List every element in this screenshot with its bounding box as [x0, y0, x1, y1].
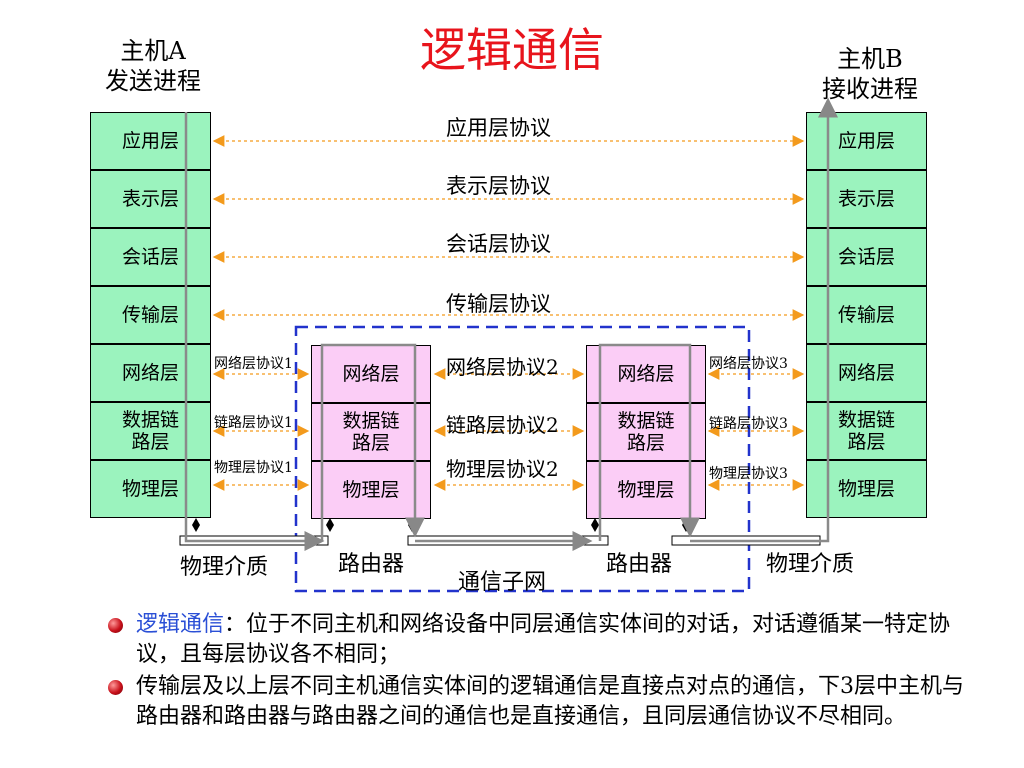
host-a-label: 主机A 发送进程	[88, 36, 218, 96]
protocol-link-3: 链路层协议3	[709, 416, 788, 432]
router-1-label: 路由器	[338, 552, 405, 577]
protocol-link-1: 链路层协议1	[214, 415, 293, 431]
protocol-network-2: 网络层协议2	[446, 355, 559, 379]
protocol-presentation: 表示层协议	[446, 174, 551, 198]
host-b-layer: 数据链 路层	[806, 402, 927, 460]
router-2-layer: 物理层	[586, 461, 706, 519]
notes: 逻辑通信：位于不同主机和网络设备中同层通信实体间的对话，对话遵循某一特定协议，且…	[108, 610, 968, 734]
host-b-label: 主机B 接收进程	[805, 44, 935, 104]
router-2-layer: 网络层	[586, 345, 706, 403]
bullet-icon	[108, 680, 123, 695]
protocol-physical-1: 物理层协议1	[214, 460, 293, 476]
host-a-layer: 传输层	[90, 286, 211, 344]
host-a-layer: 会话层	[90, 228, 211, 286]
subnet-label: 通信子网	[458, 570, 547, 595]
host-a-process: 发送进程	[105, 67, 201, 95]
router-1-layer: 网络层	[311, 345, 431, 403]
host-b-process: 接收进程	[822, 75, 918, 103]
router-1-layer: 数据链 路层	[311, 403, 431, 461]
router-1-layer: 物理层	[311, 461, 431, 519]
page-title: 逻辑通信	[420, 23, 604, 77]
note-1-text: ：位于不同主机和网络设备中同层通信实体间的对话，对话遵循某一特定协议，且每层协议…	[136, 612, 951, 667]
connectors	[192, 518, 690, 532]
host-b-layer: 表示层	[806, 170, 927, 228]
protocol-session: 会话层协议	[446, 232, 551, 256]
host-a-layer: 应用层	[90, 112, 211, 170]
protocol-physical-2: 物理层协议2	[446, 457, 559, 481]
host-a-layer: 物理层	[90, 460, 211, 518]
bullet-icon	[108, 618, 123, 633]
protocol-network-3: 网络层协议3	[709, 356, 788, 372]
note-item-1: 逻辑通信：位于不同主机和网络设备中同层通信实体间的对话，对话遵循某一特定协议，且…	[108, 610, 968, 670]
host-b-name: 主机B	[837, 45, 903, 73]
host-b-layer: 网络层	[806, 344, 927, 402]
protocol-network-1: 网络层协议1	[214, 356, 293, 372]
host-a-name: 主机A	[120, 37, 186, 65]
host-b-layer: 传输层	[806, 286, 927, 344]
protocol-transport: 传输层协议	[446, 292, 551, 316]
router-2-layer: 数据链 路层	[586, 403, 706, 461]
host-b-layer: 应用层	[806, 112, 927, 170]
note-item-2: 传输层及以上层不同主机通信实体间的逻辑通信是直接点对点的通信，下3层中主机与路由…	[108, 672, 968, 732]
host-a-layer: 网络层	[90, 344, 211, 402]
data-flow-path	[184, 97, 838, 551]
protocol-physical-3: 物理层协议3	[709, 466, 788, 482]
note-1-term: 逻辑通信	[136, 612, 225, 637]
medium-right-label: 物理介质	[766, 552, 855, 577]
note-2-text: 传输层及以上层不同主机通信实体间的逻辑通信是直接点对点的通信，下3层中主机与路由…	[136, 674, 964, 729]
medium-left-label: 物理介质	[180, 555, 269, 580]
protocol-link-2: 链路层协议2	[446, 413, 559, 437]
subnet-box	[294, 325, 751, 593]
host-b-layer: 物理层	[806, 460, 927, 518]
protocol-application: 应用层协议	[446, 116, 551, 140]
router-2-label: 路由器	[606, 552, 673, 577]
host-a-layer: 表示层	[90, 170, 211, 228]
host-a-layer: 数据链 路层	[90, 402, 211, 460]
host-b-layer: 会话层	[806, 228, 927, 286]
